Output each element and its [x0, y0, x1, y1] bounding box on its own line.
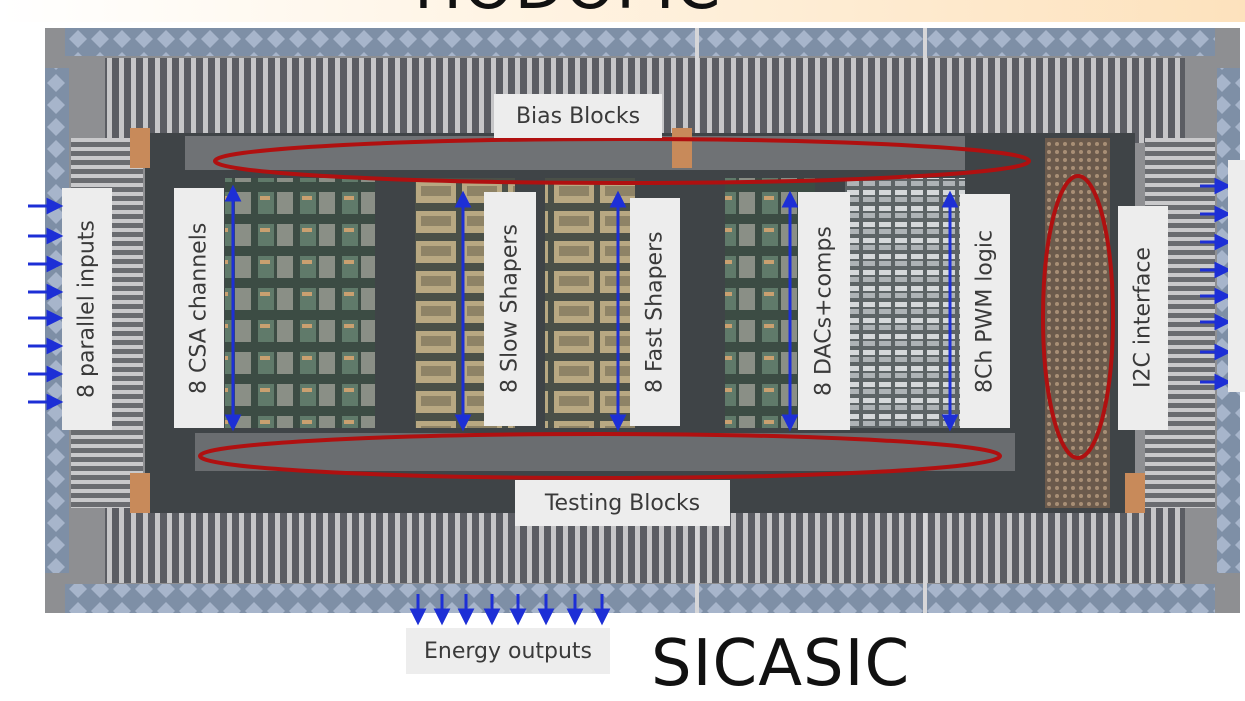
energy-outputs-label: Energy outputs [406, 628, 610, 674]
energy-output-arrows [409, 594, 611, 626]
output-arrows [1200, 177, 1232, 391]
io-arrows [28, 160, 1245, 626]
page-title-top: HODOPIC [414, 0, 721, 24]
input-arrows [28, 197, 64, 411]
testing-blocks-label: Testing Blocks [515, 480, 730, 526]
i2c-ellipse [1041, 174, 1115, 460]
page-title-bottom: SICASIC [651, 627, 911, 701]
top-banner [0, 0, 1245, 22]
bias-blocks-label: Bias Blocks [494, 94, 662, 138]
testing-ellipse [198, 432, 1002, 480]
bias-ellipse [213, 137, 1031, 185]
